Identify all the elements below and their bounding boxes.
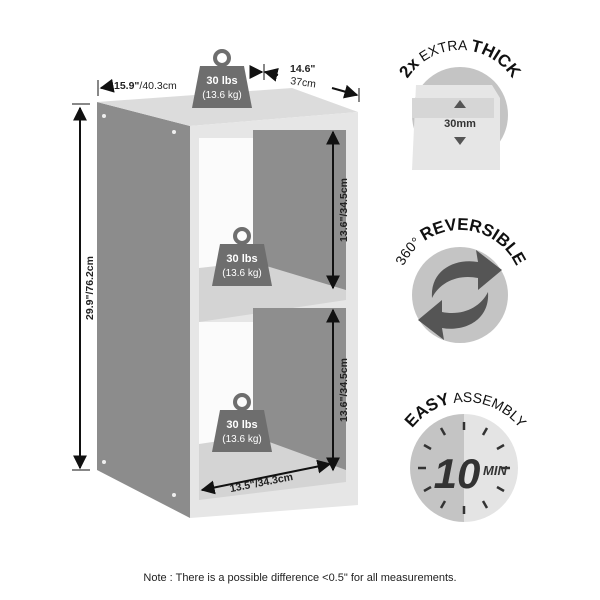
weight-kg: (13.6 kg) [222, 268, 261, 279]
depth-cm: 37cm [290, 75, 317, 90]
thickness-value: 30mm [444, 118, 476, 130]
weight-kg: (13.6 kg) [202, 90, 241, 101]
badge-text: EXTRA [412, 37, 472, 67]
weight-icon-bottom: 30 lbs (13.6 kg) [212, 393, 272, 452]
dimension-lines [72, 64, 360, 495]
upper-compartment-height: 13.6"/34.5cm [338, 178, 350, 242]
assembly-unit: MIN [483, 463, 507, 478]
measurement-note: Note : There is a possible difference <0… [143, 572, 457, 584]
badge-extra-thick: 30mm 2x EXTRA THICK [395, 36, 525, 170]
weight-lbs: 30 lbs [206, 75, 237, 87]
badge-easy-assembly: 10 MIN EASY ASSEMBLY [401, 389, 530, 522]
shelf-side-panel [97, 102, 190, 518]
weight-icon-middle: 30 lbs (13.6 kg) [212, 227, 272, 286]
weight-icon-top: 30 lbs (13.6 kg) [192, 49, 252, 108]
cube-shelf [97, 88, 358, 518]
badge-text: 360° [392, 231, 426, 268]
depth-inches: 14.6" [290, 63, 315, 75]
clock-ticks-icon [418, 422, 510, 514]
height-label: 29.9"/76.2cm [84, 256, 96, 320]
badge-reversible: 360° REVERSIBLE [392, 215, 530, 343]
weight-kg: (13.6 kg) [222, 434, 261, 445]
width-cm: /40.3cm [139, 80, 177, 92]
weight-lbs: 30 lbs [226, 419, 257, 431]
svg-text:15.9"/40.3cm: 15.9"/40.3cm [114, 80, 177, 92]
lower-compartment-height: 13.6"/34.5cm [338, 358, 350, 422]
assembly-minutes: 10 [434, 450, 481, 497]
width-inches: 15.9" [114, 80, 139, 92]
weight-lbs: 30 lbs [226, 253, 257, 265]
rotate-arrows-icon [418, 250, 502, 340]
